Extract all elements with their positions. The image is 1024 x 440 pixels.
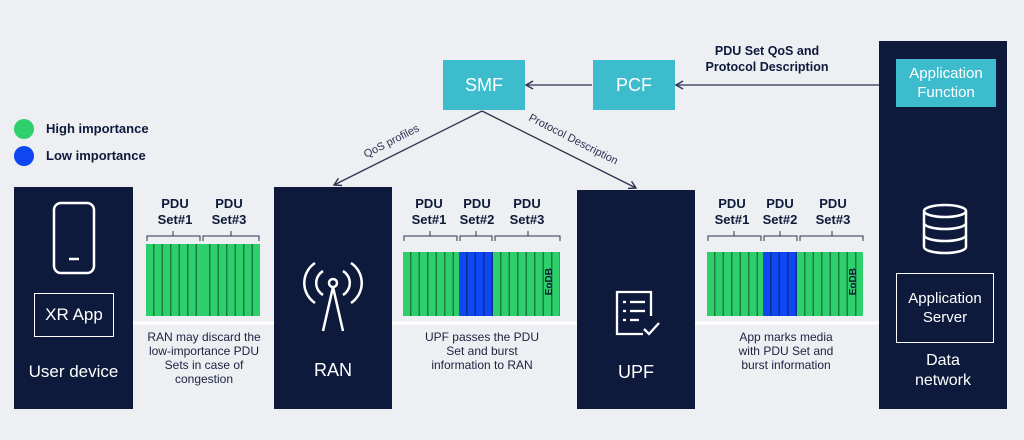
- ran-box: RAN: [274, 187, 392, 409]
- set-braces: [707, 231, 864, 241]
- application-function-box: Application Function: [896, 59, 996, 107]
- af-label-line2: Function: [917, 84, 975, 101]
- desc-line: congestion: [174, 372, 234, 386]
- pdu-packets-set-3: [797, 252, 863, 316]
- data-network-label-line2: network: [914, 372, 972, 389]
- user-device-label: User device: [28, 362, 119, 381]
- smf-box: SMF: [443, 60, 525, 110]
- app-server-label-line1: Application: [908, 290, 982, 307]
- desc-line: low-importance PDU: [148, 344, 260, 358]
- desc-line: with PDU Set and: [738, 344, 834, 358]
- pdu-set-3-header: PDU Set#3: [502, 196, 552, 228]
- ue-flow-description: RAN may discard the low-importance PDU S…: [136, 330, 272, 386]
- data-network-label-line1: Data: [926, 352, 960, 369]
- data-network-box: Application Function Application Server …: [879, 41, 1007, 409]
- xr-app-label: XR App: [45, 305, 103, 324]
- pdu-header-line2: Set#1: [411, 212, 447, 227]
- pdu-set-2-header: PDU Set#2: [452, 196, 502, 228]
- pdu-header-line2: Set#3: [211, 212, 247, 227]
- desc-line: UPF passes the PDU: [424, 330, 540, 344]
- xr-app-box: XR App: [34, 293, 114, 337]
- pdu-header-line2: Set#1: [157, 212, 193, 227]
- desc-line: burst information: [741, 358, 831, 372]
- legend-low-label: Low importance: [46, 148, 146, 163]
- eodb-marker: EoDB: [848, 268, 859, 296]
- pdu-header-line2: Set#2: [459, 212, 495, 227]
- pdu-header-line1: PDU: [215, 196, 243, 211]
- qos-profiles-label: QoS profiles: [362, 122, 422, 160]
- user-device-box: XR App User device: [14, 187, 133, 409]
- pdu-header-line1: PDU: [718, 196, 746, 211]
- pdu-set-qos-line2: Protocol Description: [705, 60, 829, 74]
- smf-to-ran-arrow: [332, 110, 483, 187]
- pdu-header-line1: PDU: [415, 196, 443, 211]
- pdu-header-line2: Set#3: [509, 212, 545, 227]
- legend-high-label: High importance: [46, 121, 149, 136]
- data-network-label: Data network: [879, 351, 1007, 391]
- desc-line: Set and burst: [446, 344, 518, 358]
- pdu-set-3-header: PDU Set#3: [808, 196, 858, 228]
- af-label-line1: Application: [909, 65, 983, 82]
- application-server-box: Application Server: [896, 273, 994, 343]
- pdu-header-line1: PDU: [161, 196, 189, 211]
- low-importance-swatch: [14, 146, 34, 166]
- smf-label: SMF: [465, 74, 503, 95]
- pdu-set-2-header: PDU Set#2: [755, 196, 805, 228]
- desc-line: information to RAN: [431, 358, 533, 372]
- pdu-header-line1: PDU: [463, 196, 491, 211]
- pdu-header-line2: Set#2: [762, 212, 798, 227]
- database-icon: [922, 203, 968, 255]
- ran-label: RAN: [313, 360, 352, 380]
- legend: High importance Low importance: [14, 118, 149, 167]
- desc-line: Sets in case of: [164, 358, 244, 372]
- pdu-packets-set-3: [202, 244, 260, 316]
- pdu-packets-set-3: [493, 252, 560, 316]
- pdu-set-1-header: PDU Set#1: [404, 196, 454, 228]
- smartphone-icon: [52, 201, 96, 275]
- smf-to-upf-arrow: [481, 110, 638, 190]
- document-check-icon: [615, 290, 660, 336]
- pdu-set-1-header: PDU Set#1: [707, 196, 757, 228]
- legend-item-high: High importance: [14, 118, 149, 140]
- pdu-packets-set-1: [707, 252, 763, 316]
- high-importance-swatch: [14, 119, 34, 139]
- upf-label: UPF: [618, 362, 654, 382]
- set-braces: [146, 231, 260, 241]
- legend-item-low: Low importance: [14, 145, 149, 167]
- pdu-set-qos-line1: PDU Set QoS and: [714, 44, 820, 58]
- pdu-header-line1: PDU: [819, 196, 847, 211]
- desc-line: App marks media: [739, 330, 833, 344]
- upf-flow-description: App marks media with PDU Set and burst i…: [718, 330, 854, 372]
- pcf-label: PCF: [616, 74, 652, 95]
- pcf-box: PCF: [593, 60, 675, 110]
- desc-line: RAN may discard the: [147, 330, 261, 344]
- pdu-packets-set-1: [403, 252, 459, 316]
- pdu-header-line1: PDU: [513, 196, 541, 211]
- antenna-icon: [303, 261, 363, 332]
- pdu-header-line2: Set#3: [815, 212, 851, 227]
- app-server-label-line2: Server: [922, 309, 968, 326]
- eodb-marker: EoDB: [544, 268, 555, 296]
- pdu-set-3-header: PDU Set#3: [204, 196, 254, 228]
- pdu-header-line2: Set#1: [714, 212, 750, 227]
- pdu-set-1-header: PDU Set#1: [150, 196, 200, 228]
- upf-box: UPF: [577, 190, 695, 409]
- pdu-packets-set-1: [146, 244, 202, 316]
- set-braces: [403, 231, 561, 241]
- pdu-packets-set-2: [763, 252, 797, 316]
- ran-flow-description: UPF passes the PDU Set and burst informa…: [412, 330, 552, 372]
- pdu-set-qos-label: PDU Set QoS and Protocol Description: [692, 43, 842, 75]
- pdu-header-line1: PDU: [766, 196, 794, 211]
- pdu-packets-set-2: [459, 252, 493, 316]
